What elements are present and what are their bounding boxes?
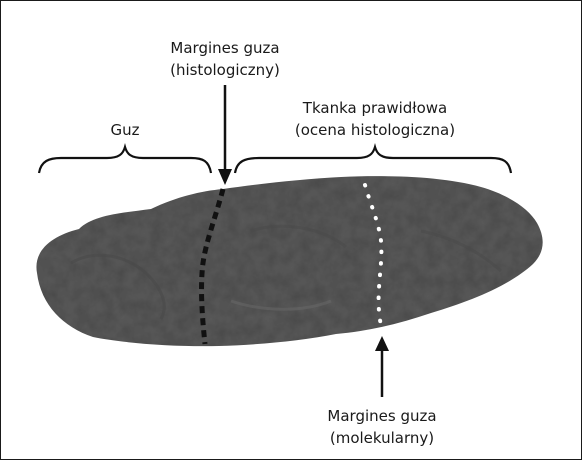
molecular-margin-arrow-head: [375, 336, 389, 351]
molecular-margin-label-line2: (molekularny): [292, 427, 472, 449]
normal-tissue-label-line1: Tkanka prawidłowa: [275, 97, 475, 119]
normal-tissue-label-line2: (ocena histologiczna): [275, 119, 475, 141]
histological-margin-label: Margines guza (histologiczny): [135, 37, 315, 81]
histological-margin-label-line2: (histologiczny): [135, 59, 315, 81]
normal-tissue-brace: [235, 147, 511, 173]
molecular-margin-label-line1: Margines guza: [292, 405, 472, 427]
histological-margin-label-line1: Margines guza: [135, 37, 315, 59]
tissue-specimen: [36, 176, 542, 346]
tumor-brace: [39, 147, 211, 173]
tumor-label-text: Guz: [85, 119, 165, 141]
normal-tissue-label: Tkanka prawidłowa (ocena histologiczna): [275, 97, 475, 141]
molecular-margin-label: Margines guza (molekularny): [292, 405, 472, 449]
tumor-label: Guz: [85, 119, 165, 141]
histological-margin-arrow-head: [218, 169, 232, 185]
